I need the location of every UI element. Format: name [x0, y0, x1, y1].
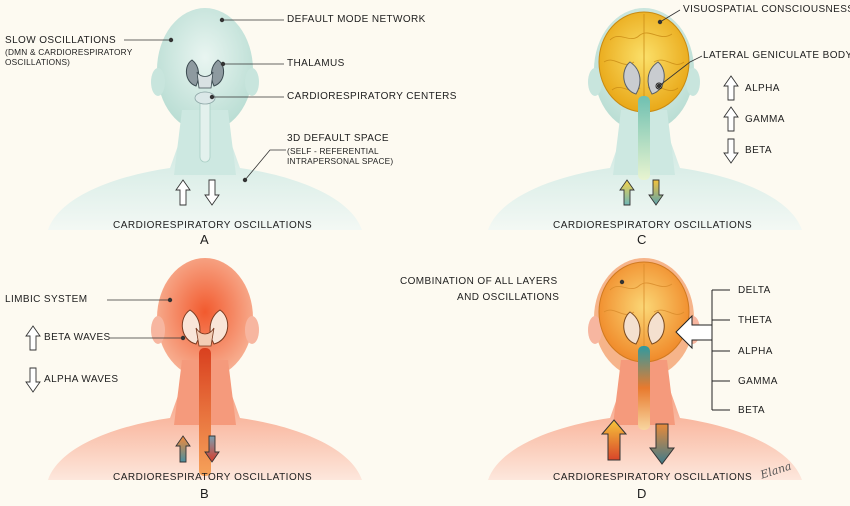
label-limbic-system: LIMBIC SYSTEM [5, 294, 88, 305]
label-combination-layers: COMBINATION OF ALL LAYERS [400, 276, 558, 287]
panel-b [25, 258, 362, 480]
panel-d-convergence-arrow [675, 314, 713, 350]
label-3d-default-space-sub2: INTRAPERSONAL SPACE) [287, 156, 394, 166]
label-lateral-geniculate-body: LATERAL GENICULATE BODY [703, 50, 850, 61]
panel-c-arrow-down [648, 179, 664, 206]
panel-a [48, 8, 362, 230]
label-cardiorespiratory-centers: CARDIORESPIRATORY CENTERS [287, 91, 457, 102]
panel-a-caption: CARDIORESPIRATORY OSCILLATIONS [113, 220, 313, 231]
label-slow-oscillations-sub1: (DMN & CARDIORESPIRATORY [5, 47, 133, 57]
panel-a-arrow-up [175, 179, 191, 206]
panel-c-beta-arrow [723, 138, 739, 164]
panel-b-arrow-up [175, 435, 191, 463]
panel-d-caption: CARDIORESPIRATORY OSCILLATIONS [553, 472, 753, 483]
panel-b-caption: CARDIORESPIRATORY OSCILLATIONS [113, 472, 313, 483]
label-visuospatial-consciousness: VISUOSPATIAL CONSCIOUSNESS [683, 4, 850, 15]
label-band-theta: THETA [738, 315, 773, 326]
panel-d-thalamus [623, 311, 665, 345]
label-beta-waves: BETA WAVES [44, 332, 111, 343]
panel-c-body [488, 140, 802, 230]
panel-d-band-bracket [711, 289, 730, 411]
panel-b-letter: B [200, 486, 209, 501]
label-alpha-waves: ALPHA WAVES [44, 374, 119, 385]
panel-a-ear-left [151, 68, 165, 96]
panel-a-arrow-down [204, 179, 220, 206]
panel-b-limbic [181, 309, 229, 347]
panel-a-thalamus [186, 59, 224, 89]
panel-a-letter: A [200, 232, 209, 247]
label-band-alpha: ALPHA [738, 346, 773, 357]
panel-d-letter: D [637, 486, 647, 501]
label-default-mode-network: DEFAULT MODE NETWORK [287, 14, 426, 25]
label-band-delta: DELTA [738, 285, 771, 296]
panel-a-head [157, 8, 253, 132]
panel-c-letter: C [637, 232, 647, 247]
label-slow-oscillations-sub2: OSCILLATIONS) [5, 57, 71, 67]
panel-c-stem [638, 96, 650, 180]
panel-d-stem [638, 346, 650, 430]
panel-c [488, 8, 802, 230]
panel-b-head [157, 258, 253, 378]
panel-b-arrow-down [204, 435, 220, 463]
panel-c-alpha-arrow [723, 75, 739, 101]
panel-d [488, 258, 802, 480]
panel-a-ear-right [245, 68, 259, 96]
label-combination-oscillations: AND OSCILLATIONS [457, 292, 560, 303]
panel-d-arrow-down [649, 423, 675, 465]
panel-d-arrow-up [600, 419, 628, 461]
label-c-alpha: ALPHA [745, 83, 780, 94]
panel-b-stem [199, 348, 211, 476]
panel-d-body [488, 390, 802, 480]
label-thalamus: THALAMUS [287, 58, 345, 69]
label-c-beta: BETA [745, 145, 772, 156]
panel-c-arrow-up [619, 179, 635, 206]
label-band-gamma: GAMMA [738, 376, 778, 387]
label-band-beta: BETA [738, 405, 765, 416]
label-3d-default-space-sub1: (SELF - REFERENTIAL [287, 146, 379, 156]
label-c-gamma: GAMMA [745, 114, 785, 125]
panel-b-legend-arrow-up [25, 325, 41, 351]
panel-c-caption: CARDIORESPIRATORY OSCILLATIONS [553, 220, 753, 231]
panel-b-legend-arrow-down [25, 367, 41, 393]
panel-c-gamma-arrow [723, 106, 739, 132]
label-slow-oscillations: SLOW OSCILLATIONS [5, 35, 117, 46]
label-3d-default-space: 3D DEFAULT SPACE [287, 133, 389, 144]
panel-a-body [48, 140, 362, 230]
